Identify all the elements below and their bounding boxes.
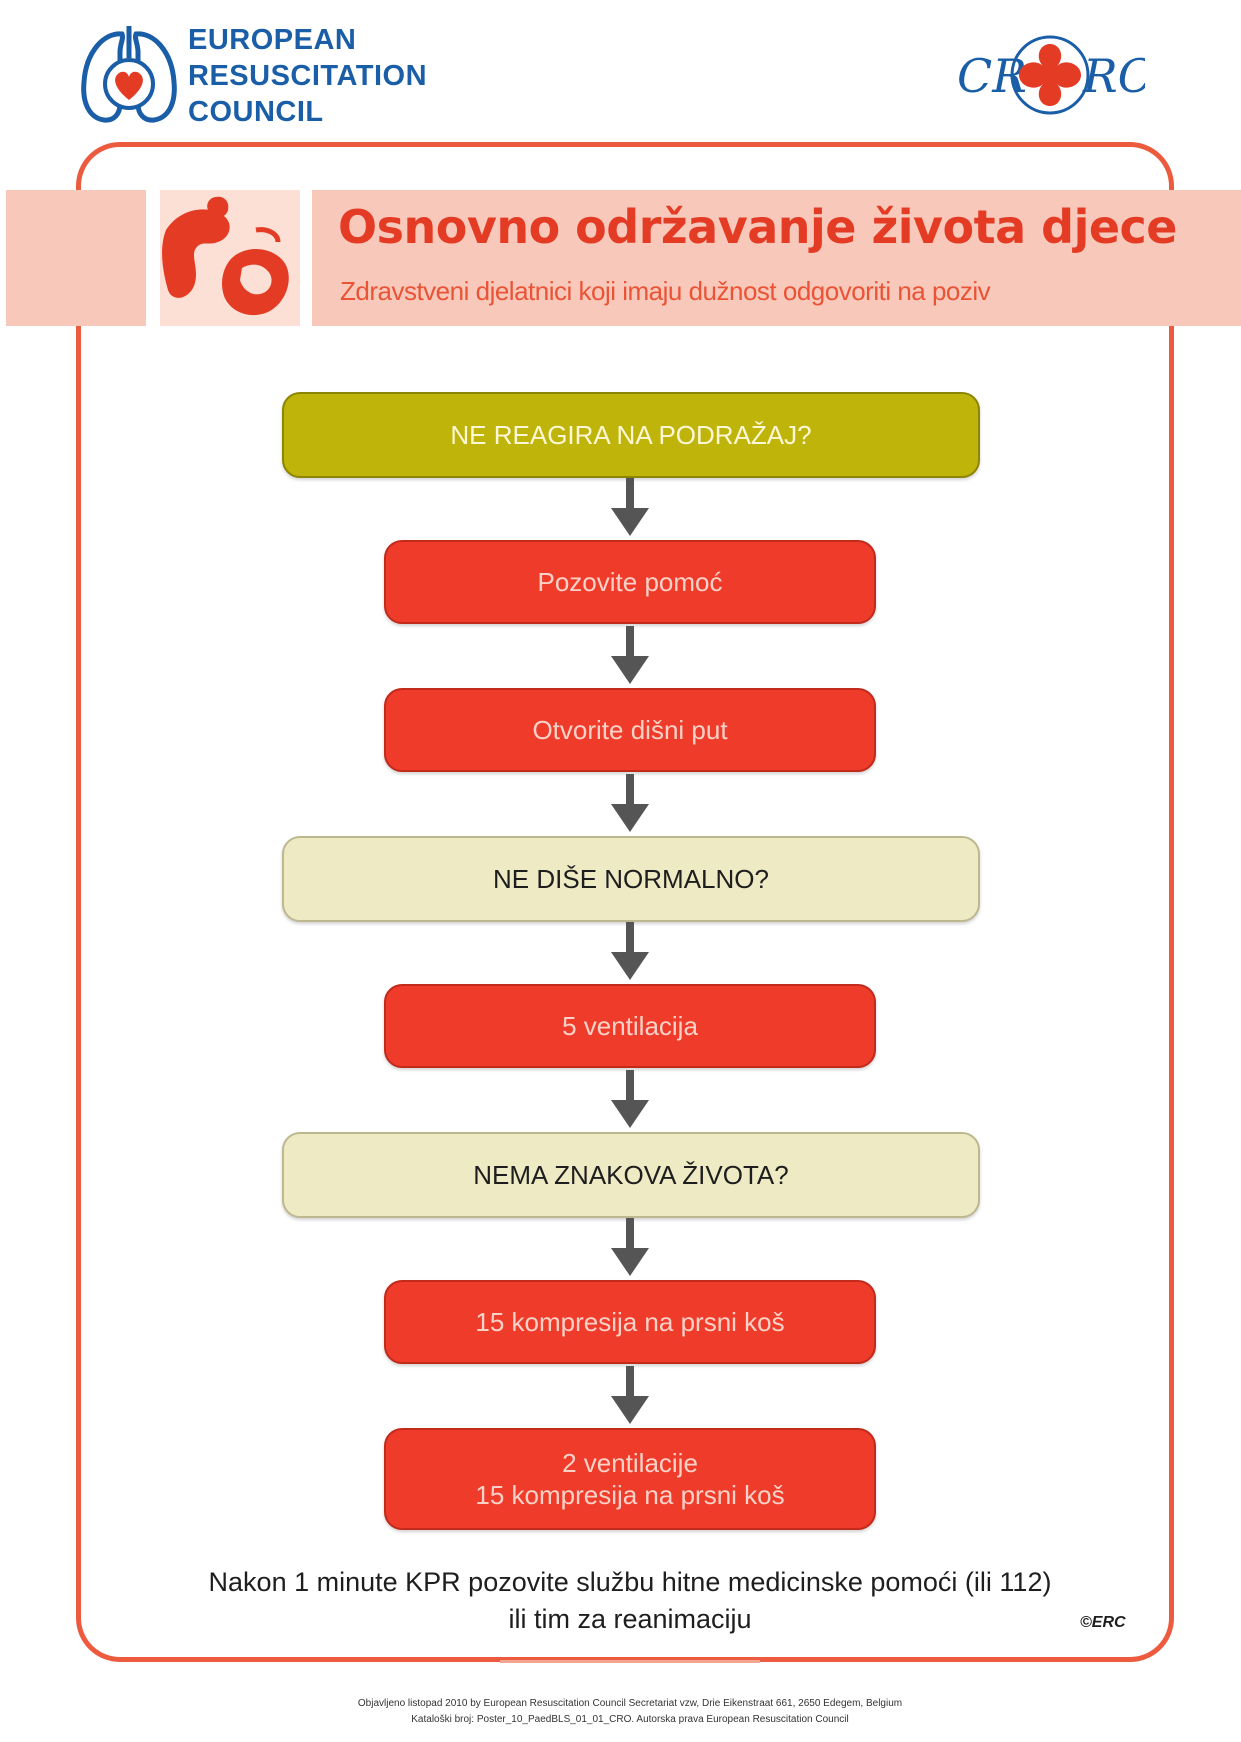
node-2-breaths-15-compressions: 2 ventilacije 15 kompresija na prsni koš [384, 1428, 876, 1530]
svg-text:RC: RC [1082, 49, 1145, 103]
child-cpr-icon [162, 196, 289, 316]
erc-copyright-mark: ©ERC [1080, 1614, 1126, 1631]
title-band [312, 190, 1241, 326]
arrow-4-5 [611, 922, 649, 980]
arrow-6-7 [611, 1218, 649, 1276]
node-open-airway: Otvorite dišni put [384, 688, 876, 772]
arrow-2-3 [611, 626, 649, 684]
crrc-logo: CR RC [957, 35, 1145, 115]
poster-subtitle: Zdravstveni djelatnici koji imaju dužnos… [340, 276, 991, 306]
publication-info-1: Objavljeno listopad 2010 by European Res… [357, 1698, 903, 1709]
footer-red-rule [500, 1660, 760, 1663]
node-not-breathing: NE DIŠE NORMALNO? [282, 836, 980, 922]
footer-instruction-line-1: Nakon 1 minute KPR pozovite službu hitne… [208, 1567, 1052, 1597]
erc-line-3: COUNCIL [188, 96, 324, 128]
node-unresponsive: NE REAGIRA NA PODRAŽAJ? [282, 392, 980, 478]
footer-instruction-line-2: ili tim za reanimaciju [508, 1604, 752, 1634]
arrow-1-2 [611, 478, 649, 536]
arrow-3-4 [611, 774, 649, 832]
node-15-compressions: 15 kompresija na prsni koš [384, 1280, 876, 1364]
publication-info-2: Kataloški broj: Poster_10_PaedBLS_01_01_… [411, 1714, 849, 1725]
footer-instruction: Nakon 1 minute KPR pozovite službu hitne… [150, 1564, 1110, 1638]
erc-wordmark: EUROPEAN RESUSCITATION COUNCIL [188, 22, 438, 130]
erc-logo: EUROPEAN RESUSCITATION COUNCIL [74, 22, 434, 132]
node-8-line-2: 15 kompresija na prsni koš [475, 1480, 785, 1510]
node-8-line-1: 2 ventilacije [562, 1448, 698, 1478]
poster-title: Osnovno održavanje života djece [338, 200, 1178, 254]
node-no-signs-of-life: NEMA ZNAKOVA ŽIVOTA? [282, 1132, 980, 1218]
lungs-heart-icon [81, 26, 177, 123]
erc-line-1: EUROPEAN [188, 24, 357, 56]
node-call-help: Pozovite pomoć [384, 540, 876, 624]
poster-frame [76, 142, 1174, 1662]
node-5-breaths: 5 ventilacija [384, 984, 876, 1068]
erc-line-2: RESUSCITATION [188, 60, 428, 92]
arrow-7-8 [611, 1366, 649, 1424]
arrow-5-6 [611, 1070, 649, 1128]
child-cpr-illustration [160, 190, 300, 326]
title-band-left [6, 190, 146, 326]
